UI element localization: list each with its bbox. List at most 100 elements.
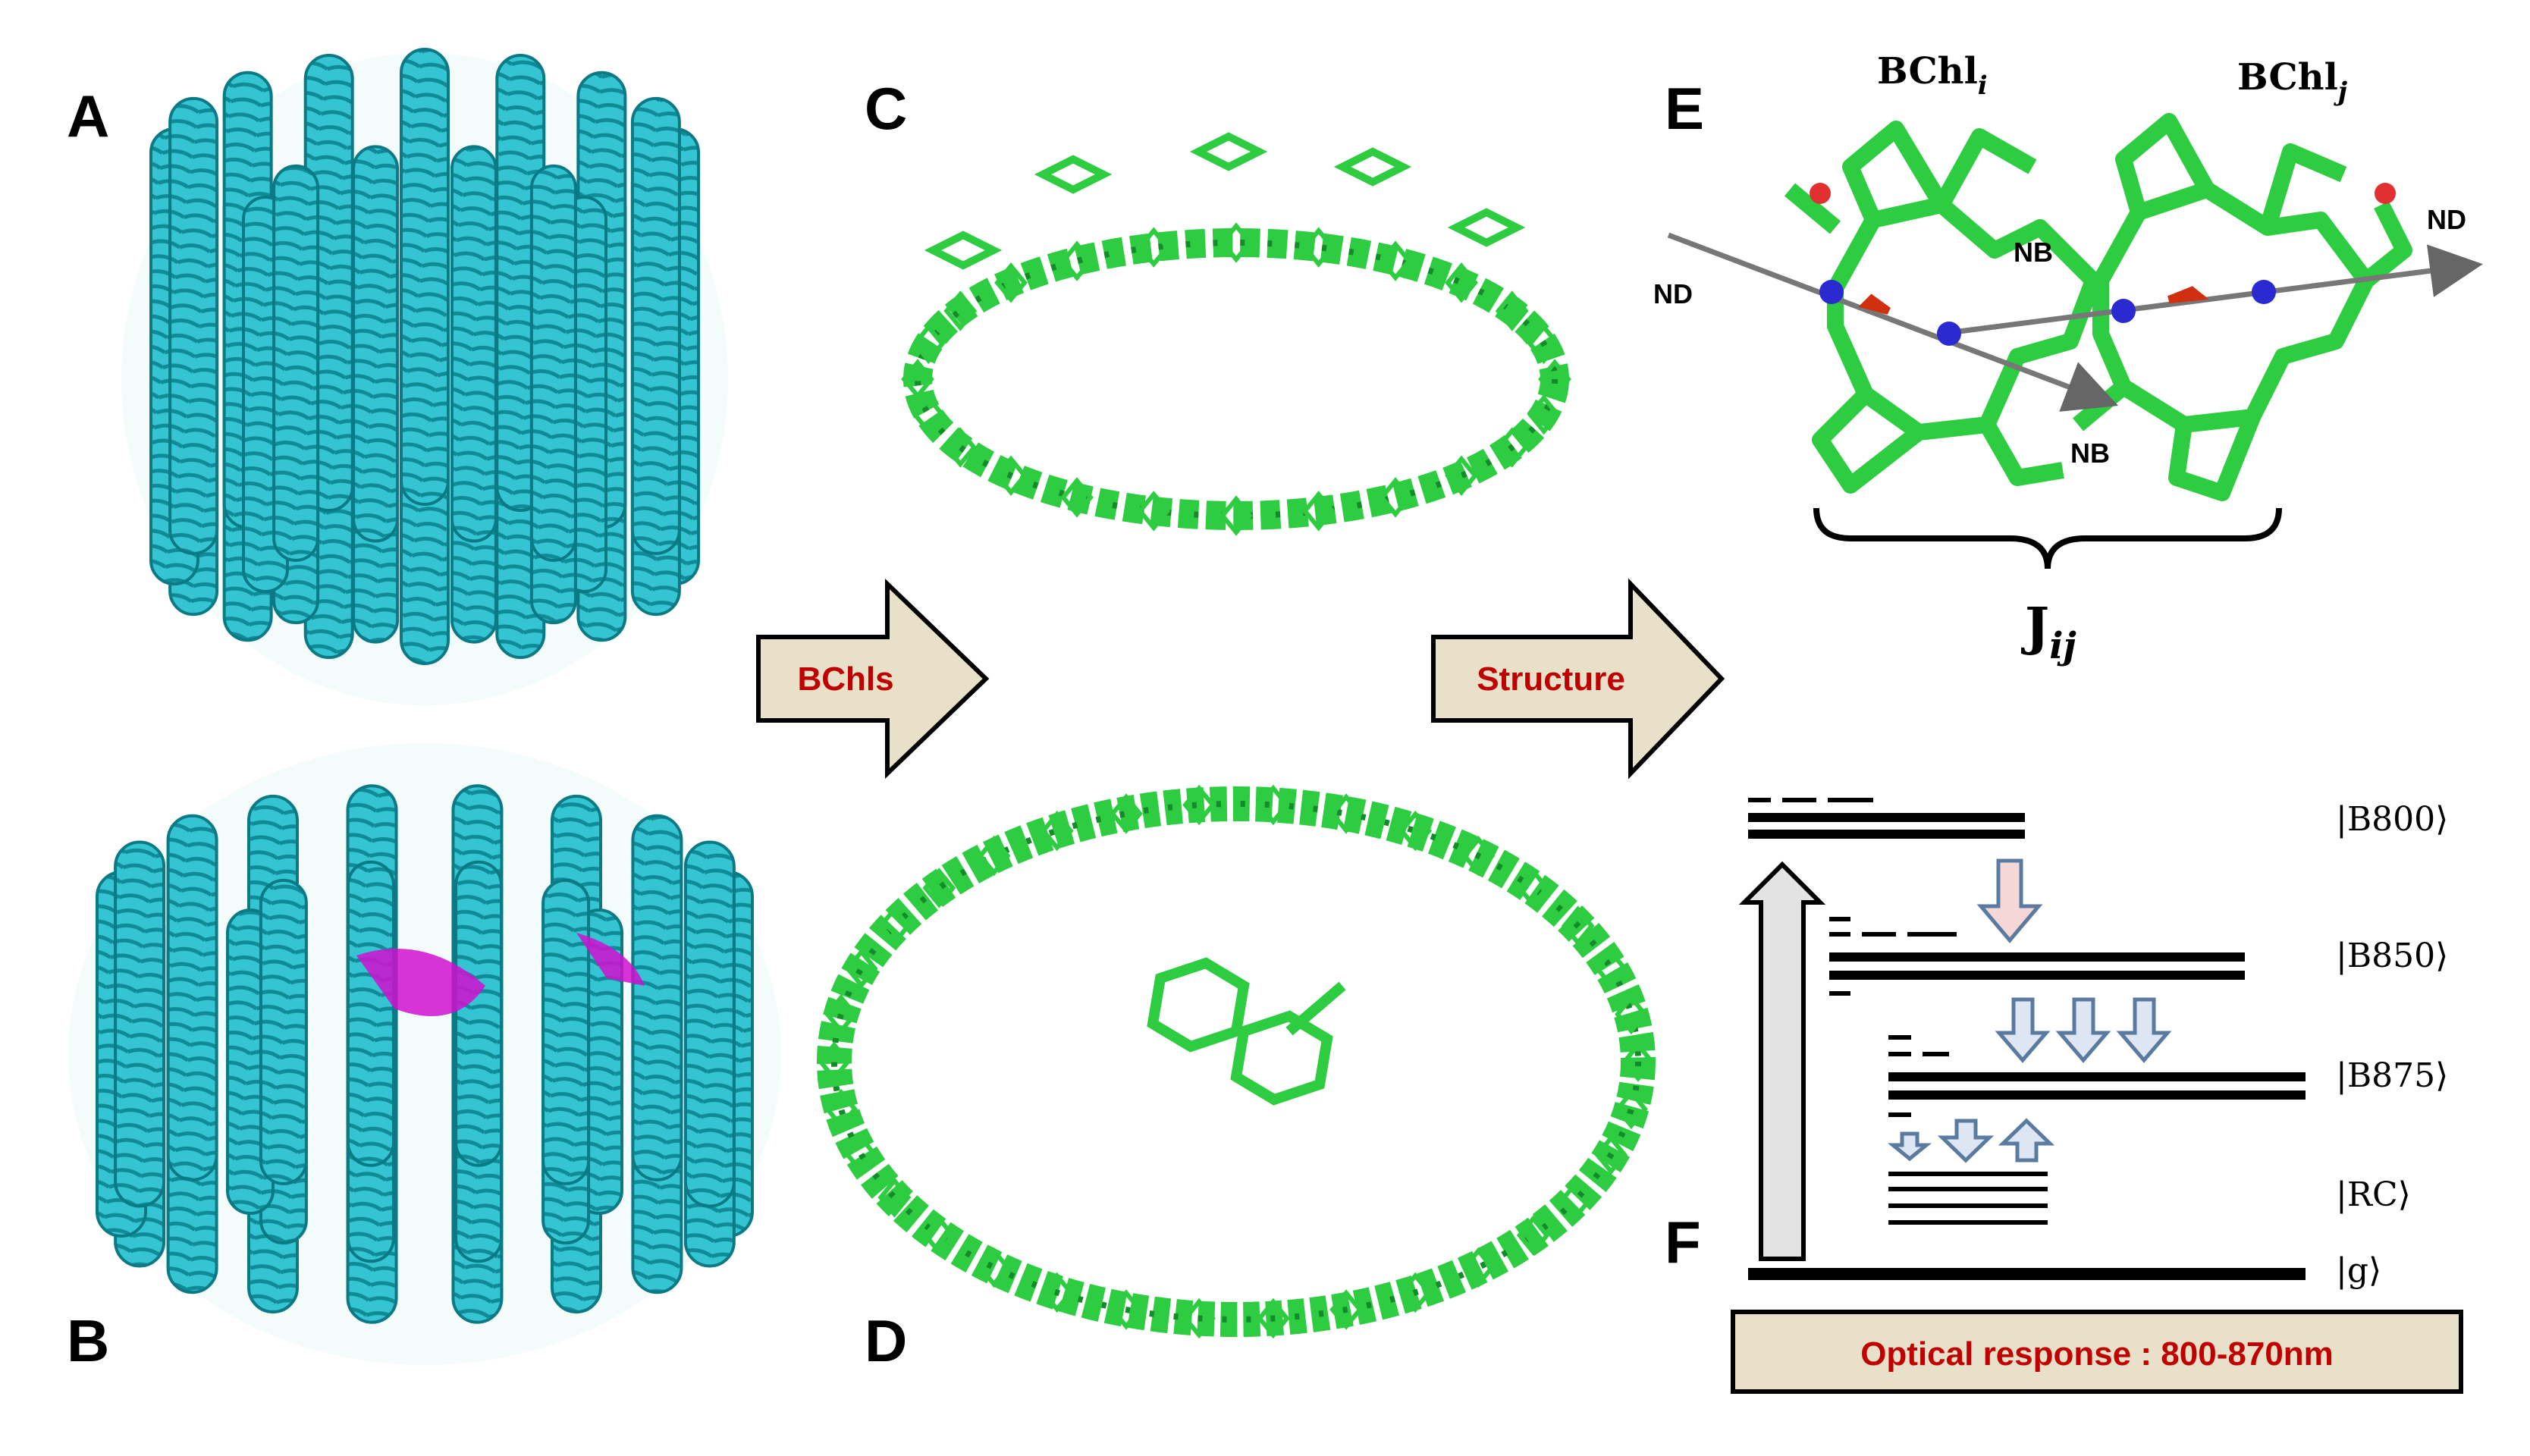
bchl-pigment-icon — [977, 835, 1011, 877]
mg-atom-icon — [2111, 299, 2136, 323]
bchl-pigment-icon — [922, 1215, 956, 1256]
bchl-pigment-icon — [924, 231, 1003, 270]
central-pigments-icon — [1147, 957, 1346, 1106]
bchl-pigment-icon — [1060, 240, 1094, 281]
structure-flow-arrow: Structure — [1431, 578, 1725, 780]
bchl-pigment-icon — [1034, 155, 1113, 194]
bchl-pigment-icon — [877, 1177, 912, 1218]
bchl-pigment-icon — [1495, 427, 1529, 468]
helix-icon — [541, 878, 591, 1185]
optical-response-box — [1731, 1310, 2463, 1394]
b800-label: |B800⟩ — [2336, 800, 2448, 839]
structure-arrow-label: Structure — [1477, 661, 1625, 698]
bchl-pigment-icon — [1615, 1088, 1648, 1130]
bchl-pigment-icon — [1398, 810, 1433, 852]
bchl-pigment-icon — [1516, 868, 1550, 908]
helix-icon — [346, 860, 395, 1167]
optical-response-label: Optical response : 800-870nm — [1860, 1335, 2334, 1373]
bchls-flow-arrow: BChls — [756, 578, 990, 780]
bchl-pigment-icon — [1461, 835, 1496, 877]
bchl-pigment-icon — [1461, 1247, 1496, 1288]
bchl-pigment-icon — [1527, 323, 1561, 365]
bchl-pigment-icon — [912, 394, 946, 435]
dipole-arrow-left-icon — [1858, 293, 1891, 315]
helix-icon — [168, 96, 219, 555]
oxygen-atom-icon — [2375, 183, 2396, 204]
bchl-pigment-icon — [943, 427, 978, 468]
bchl-j-molecule-icon — [2072, 113, 2412, 501]
helix-icon — [114, 840, 166, 1208]
excitation-arrow-icon — [1738, 861, 1826, 1261]
nd-left-label: ND — [1653, 278, 1693, 309]
bchl-pigment-icon — [877, 905, 912, 946]
bchl-pigment-icon — [943, 290, 978, 331]
helix-icon — [529, 164, 577, 562]
bchl-pigment-icon — [1615, 993, 1648, 1035]
helix-icon — [450, 145, 498, 543]
bchl-i-label: BChli — [1877, 50, 1988, 101]
helix-icon — [259, 878, 308, 1185]
b850-label: |B850⟩ — [2336, 937, 2448, 975]
bchl-i-molecule-icon — [1784, 121, 2102, 494]
bchl-pigment-icon — [1137, 491, 1171, 532]
bchl-pigment-icon — [1561, 905, 1595, 946]
bchl-pigment-icon — [1561, 1177, 1595, 1218]
helix-icon — [400, 48, 450, 506]
bchl-pigment-icon — [1527, 394, 1561, 435]
bchl-pigment-icon — [1219, 222, 1253, 263]
bchl-pigment-icon — [1329, 793, 1363, 834]
bchl-pigment-icon — [1219, 495, 1253, 536]
bchl-pigment-icon — [1189, 132, 1268, 171]
panel-e-bchl-dimer: BChli BChlj ND ND NB NB Jij — [1653, 50, 2483, 667]
coupling-label: Jij — [2021, 597, 2076, 667]
b850-levels — [1829, 917, 2245, 996]
helix-icon — [631, 814, 683, 1181]
bchl-pigment-icon — [1182, 784, 1216, 826]
bchl-pigment-icon — [1257, 784, 1290, 826]
bchl-pigment-icon — [1040, 810, 1074, 852]
transfer-arrows-b875-rc — [1887, 1118, 2055, 1163]
helix-icon — [272, 164, 320, 562]
bchl-pigment-icon — [824, 993, 858, 1035]
bchl-pigment-icon — [1445, 262, 1478, 303]
bchl-pigment-icon — [818, 1041, 851, 1082]
bchl-pigment-icon — [1447, 208, 1526, 247]
ground-label: |g⟩ — [2336, 1251, 2381, 1290]
bchl-pigment-icon — [922, 868, 956, 908]
panel-label-d: D — [865, 1307, 907, 1374]
bchl-pigment-icon — [824, 1088, 858, 1130]
bchl-j-label: BChlj — [2237, 56, 2348, 107]
panel-f-energy-diagram: |B800⟩ |B850⟩ |B875⟩ |RC⟩ |g⟩ Optical re… — [1731, 798, 2463, 1394]
nb-top-label: NB — [2014, 237, 2053, 268]
bchl-pigment-icon — [844, 1134, 878, 1175]
helix-icon — [683, 840, 736, 1208]
bchl-pigment-icon — [1257, 1298, 1290, 1339]
transfer-arrow-b800-b850-icon — [1976, 858, 2043, 943]
panel-a-protein-structure — [121, 48, 728, 705]
bchl-pigment-icon — [1379, 477, 1412, 518]
bchls-arrow-label: BChls — [797, 661, 893, 698]
bchl-pigment-icon — [1538, 359, 1571, 400]
panel-label-c: C — [865, 75, 907, 142]
nd-axis-left-line — [1667, 232, 2119, 412]
panel-d-bchl-ring — [817, 784, 1656, 1339]
mg-atom-icon — [1937, 322, 1961, 346]
panel-label-e: E — [1665, 75, 1704, 142]
b875-label: |B875⟩ — [2336, 1056, 2448, 1095]
panel-label-a: A — [67, 83, 109, 149]
helix-icon — [352, 145, 400, 543]
rc-label: |RC⟩ — [2336, 1175, 2411, 1214]
bchl-pigment-icon — [1621, 1041, 1655, 1082]
bchl-pigment-icon — [1137, 227, 1171, 268]
helix-icon — [166, 814, 218, 1181]
bchl-pigment-icon — [1329, 1289, 1363, 1330]
rc-levels — [1888, 1172, 2048, 1225]
transfer-arrows-b850-b875 — [1995, 997, 2172, 1063]
helix-icon — [630, 96, 681, 555]
coupling-brace-icon — [1813, 507, 2282, 570]
bchl-pigment-icon — [844, 948, 878, 989]
dipole-arrow-right-icon — [2167, 286, 2209, 303]
oxygen-atom-icon — [1810, 183, 1831, 204]
bchl-pigment-icon — [1040, 1272, 1074, 1313]
